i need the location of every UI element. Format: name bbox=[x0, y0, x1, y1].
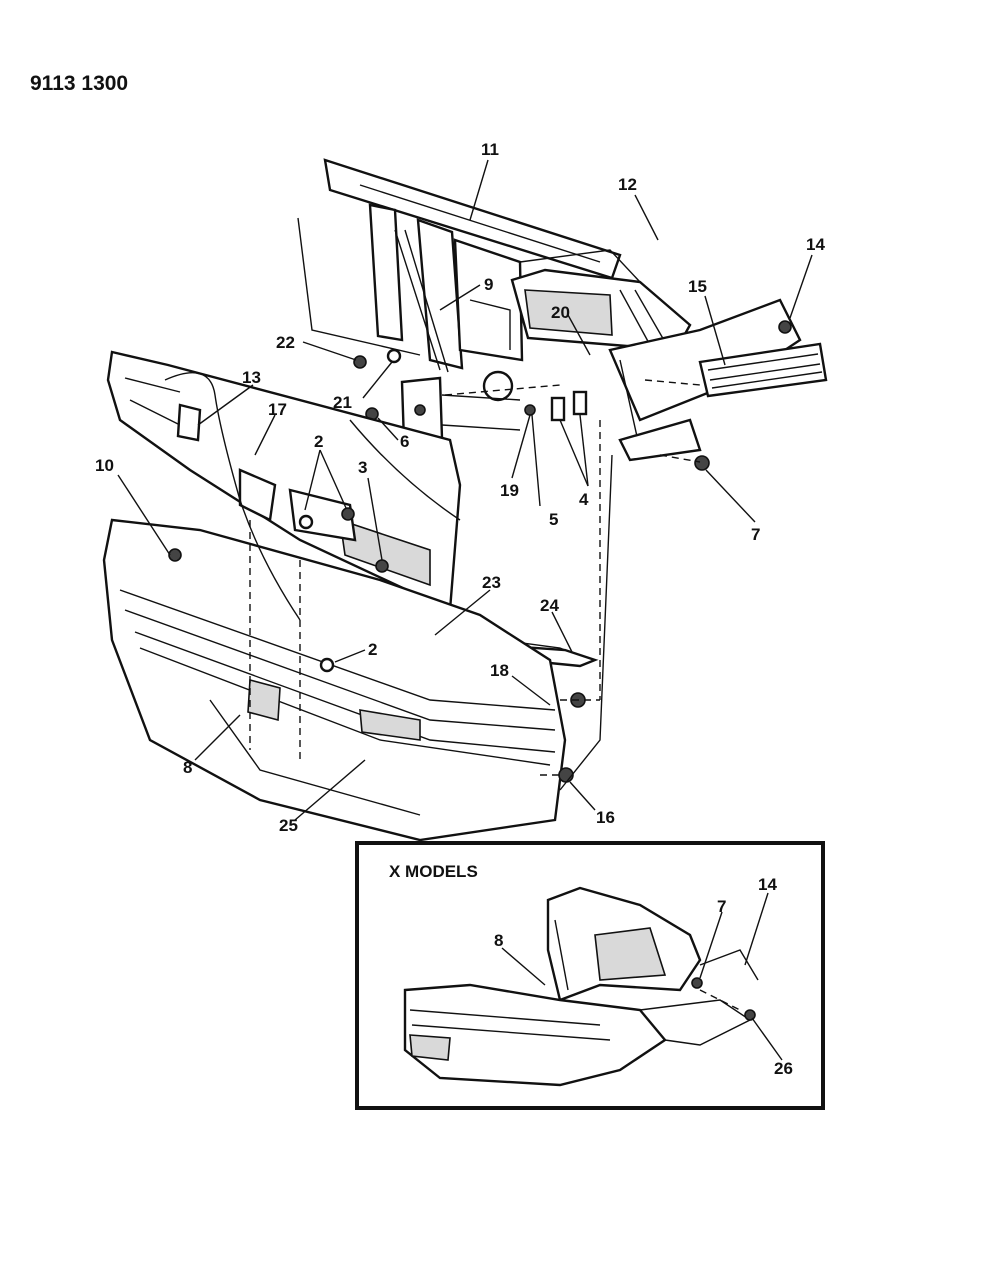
callout-22: 22 bbox=[276, 333, 295, 352]
callout-16: 16 bbox=[596, 808, 615, 827]
callout-9: 9 bbox=[484, 275, 493, 294]
callout-24: 24 bbox=[540, 596, 559, 615]
callout-20: 20 bbox=[551, 303, 570, 322]
callout-3: 3 bbox=[358, 458, 367, 477]
callout-17: 17 bbox=[268, 400, 287, 419]
callout-6: 6 bbox=[400, 432, 409, 451]
callout-4: 4 bbox=[579, 490, 589, 509]
callouts: 11 12 14 15 9 20 22 21 13 17 6 19 5 4 7 … bbox=[95, 140, 825, 835]
callout-21: 21 bbox=[333, 393, 352, 412]
callout-12: 12 bbox=[618, 175, 637, 194]
inset-title: X MODELS bbox=[389, 862, 478, 881]
callout-25: 25 bbox=[279, 816, 298, 835]
inset-callout-8: 8 bbox=[494, 931, 503, 950]
callout-18: 18 bbox=[490, 661, 509, 680]
inset-callout-26: 26 bbox=[774, 1059, 793, 1078]
callout-23: 23 bbox=[482, 573, 501, 592]
document-id: 9113 1300 bbox=[30, 72, 128, 95]
callout-14: 14 bbox=[806, 235, 825, 254]
callout-8: 8 bbox=[183, 758, 192, 777]
inset-callout-7: 7 bbox=[717, 897, 726, 916]
callout-15: 15 bbox=[688, 277, 707, 296]
inset-callout-14: 14 bbox=[758, 875, 777, 894]
callout-10: 10 bbox=[95, 456, 114, 475]
callout-2-lower: 2 bbox=[368, 640, 377, 659]
callout-11: 11 bbox=[481, 140, 499, 159]
callout-2-upper: 2 bbox=[314, 432, 323, 451]
leader-lines bbox=[117, 159, 813, 821]
callout-7: 7 bbox=[751, 525, 760, 544]
x-models-inset: X MODELS 8 7 14 26 bbox=[355, 841, 825, 1110]
callout-13: 13 bbox=[242, 368, 261, 387]
main-illustration bbox=[102, 158, 828, 842]
callout-5: 5 bbox=[549, 510, 558, 529]
callout-19: 19 bbox=[500, 481, 519, 500]
